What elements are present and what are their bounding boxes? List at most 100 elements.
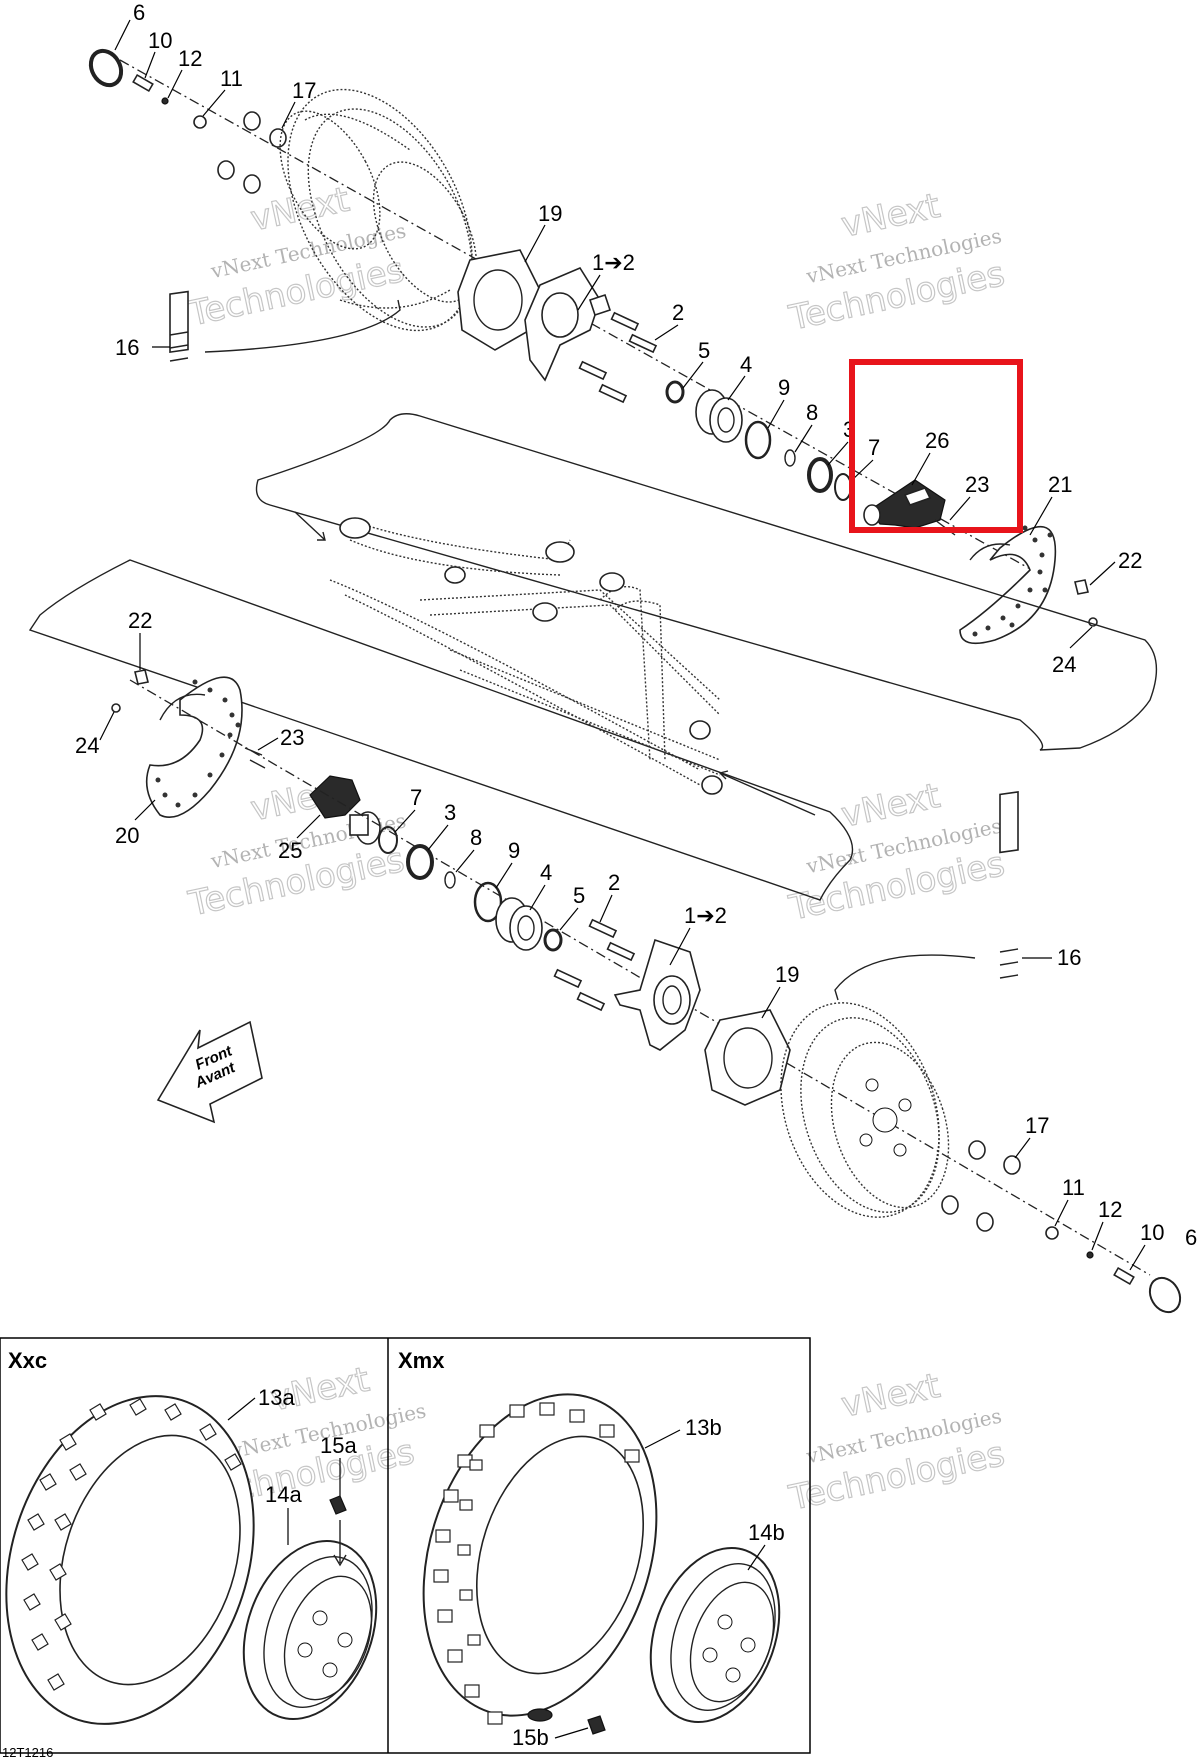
callouts-panels: 13a 15a 14a 13b 14b 15b bbox=[258, 1385, 785, 1750]
bracket-22-top bbox=[1074, 579, 1089, 595]
washer-5-bottom bbox=[543, 928, 563, 952]
callout-label: 13a bbox=[258, 1385, 295, 1410]
callout-label: 13b bbox=[685, 1415, 722, 1440]
callout-label: 22 bbox=[1118, 548, 1142, 573]
bearing-part-top bbox=[695, 389, 743, 443]
watermark-bottom-right: vNext vNext Technologies Technologies bbox=[785, 1365, 1009, 1519]
brake-disc-left bbox=[145, 676, 243, 819]
callout-label: 12 bbox=[1098, 1197, 1122, 1222]
callout-label: 5 bbox=[698, 338, 710, 363]
callout-label: 19 bbox=[538, 201, 562, 226]
callout-label: 22 bbox=[128, 608, 152, 633]
valve-pointer-line bbox=[204, 299, 401, 353]
callout-label: 23 bbox=[965, 472, 989, 497]
callout-label: 6 bbox=[133, 0, 145, 25]
callout-label: 11 bbox=[220, 66, 243, 91]
callout-label: 26 bbox=[925, 428, 949, 453]
bottom-assembly-axis bbox=[129, 679, 1151, 1276]
callouts-bottom: 22 24 23 20 25 7 3 8 9 4 5 2 1➔2 19 16 1… bbox=[75, 608, 1197, 1250]
callout-label: 16 bbox=[115, 335, 139, 360]
valve-part-top bbox=[169, 290, 189, 362]
panel-title-right: Xmx bbox=[398, 1348, 445, 1373]
bolt-23-left-2 bbox=[249, 759, 266, 769]
callout-label: 17 bbox=[1025, 1113, 1049, 1138]
callout-label: 10 bbox=[1140, 1220, 1164, 1245]
watermark-text: vNext bbox=[838, 1366, 943, 1426]
callout-label: 23 bbox=[280, 725, 304, 750]
callout-label: 14a bbox=[265, 1482, 302, 1507]
brake-disc-top bbox=[959, 525, 1057, 645]
o-ring-part bbox=[784, 449, 796, 467]
valve-pointer-line-bottom bbox=[834, 954, 976, 1001]
watermark-text: vNext bbox=[247, 180, 352, 240]
callout-label: 7 bbox=[868, 435, 880, 460]
a-arm-outline-region bbox=[28, 413, 1158, 901]
o-ring-8-bottom bbox=[444, 871, 456, 889]
washer-12-bottom bbox=[1086, 1251, 1094, 1259]
gasket-part-top bbox=[457, 249, 541, 351]
bolts-2-bottom bbox=[553, 918, 636, 1012]
callout-label: 17 bbox=[292, 78, 316, 103]
callout-label: 19 bbox=[775, 962, 799, 987]
watermark-text: vNext bbox=[838, 186, 943, 246]
arrow-to-arm-bottom bbox=[718, 770, 816, 816]
callout-label: 11 bbox=[1062, 1175, 1085, 1200]
tire-xmx bbox=[422, 1393, 658, 1725]
wheel-nuts-bottom bbox=[941, 1140, 1021, 1232]
snap-ring-part bbox=[744, 420, 772, 460]
watermark-top-right: vNext vNext Technologies Technologies bbox=[785, 185, 1009, 339]
leaders-panels bbox=[227, 1397, 766, 1739]
panel-title-left: Xxc bbox=[8, 1348, 47, 1373]
callout-label: 8 bbox=[470, 825, 482, 850]
callout-label: 14b bbox=[748, 1520, 785, 1545]
highlight-box bbox=[849, 359, 1023, 533]
seal-6-bottom bbox=[1148, 1276, 1182, 1314]
bolt-part bbox=[132, 73, 154, 93]
screw-24-left bbox=[111, 703, 121, 713]
knuckle-part-bottom bbox=[613, 938, 701, 1051]
wheel-nuts-top bbox=[217, 111, 287, 194]
callout-label: 25 bbox=[278, 838, 302, 863]
bearing-4-bottom bbox=[495, 897, 543, 951]
callout-label: 20 bbox=[115, 823, 139, 848]
leaders-bottom bbox=[99, 633, 1146, 1271]
arrow-to-arm-top bbox=[294, 511, 326, 541]
bolt-10-bottom bbox=[1113, 1266, 1135, 1286]
callout-label: 9 bbox=[508, 838, 520, 863]
rim-bottom bbox=[780, 1002, 950, 1218]
leaders-top bbox=[114, 19, 1116, 649]
watermark-text: vNext bbox=[838, 776, 943, 836]
a-arm-assembly bbox=[329, 517, 723, 795]
valve-stem-15a bbox=[329, 1495, 347, 1567]
seal-ring-part bbox=[88, 48, 124, 88]
gasket-part-bottom bbox=[704, 1009, 791, 1106]
callout-label: 15a bbox=[320, 1433, 357, 1458]
seal-part-top bbox=[807, 457, 833, 493]
callout-label: 7 bbox=[410, 785, 422, 810]
tire-panels-frame bbox=[0, 1337, 811, 1754]
callout-label: 24 bbox=[1052, 652, 1076, 677]
figure-code: 12T1216 bbox=[2, 1745, 53, 1760]
callout-label: 2 bbox=[672, 300, 684, 325]
nut-11-bottom bbox=[1045, 1226, 1059, 1240]
rim-xmx bbox=[649, 1546, 781, 1724]
callout-label: 12 bbox=[178, 46, 202, 71]
snap-ring-9-bottom bbox=[473, 881, 503, 923]
caliper-part-top bbox=[863, 479, 946, 529]
callout-label: 24 bbox=[75, 733, 99, 758]
ring-7-bottom bbox=[378, 826, 398, 854]
callout-label: 6 bbox=[1185, 1225, 1197, 1250]
callout-label: 15b bbox=[512, 1725, 549, 1750]
callout-label: 3 bbox=[444, 800, 456, 825]
rim-top bbox=[279, 88, 478, 332]
callout-label: 5 bbox=[573, 883, 585, 908]
callout-label: 4 bbox=[740, 352, 752, 377]
valve-part-bottom bbox=[999, 791, 1019, 979]
callout-label: 9 bbox=[778, 375, 790, 400]
washer-5-part bbox=[665, 380, 685, 404]
rim-xxc bbox=[242, 1539, 378, 1721]
callout-label: 4 bbox=[540, 860, 552, 885]
ring-7-part bbox=[834, 473, 852, 501]
caliper-part-bottom bbox=[309, 775, 381, 845]
callout-label: 1➔2 bbox=[684, 903, 727, 928]
